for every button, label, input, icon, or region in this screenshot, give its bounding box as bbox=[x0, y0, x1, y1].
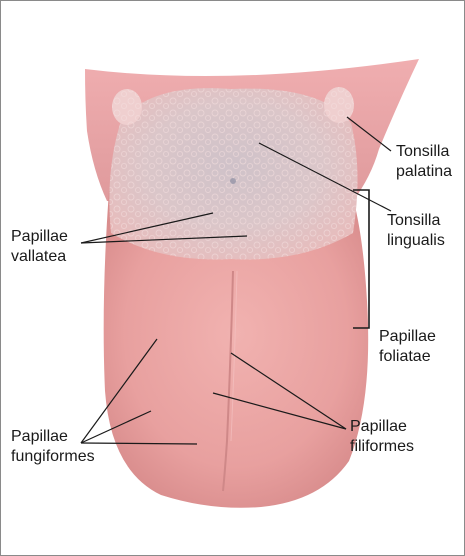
label-tonsilla-lingualis: Tonsilla lingualis bbox=[387, 211, 445, 251]
label-tonsilla-palatina: Tonsilla palatina bbox=[396, 142, 452, 182]
label-papillae-foliatae: Papillae foliatae bbox=[379, 327, 436, 367]
label-papillae-fungiformes: Papillae fungiformes bbox=[11, 427, 95, 467]
label-papillae-vallatea: Papillae vallatea bbox=[11, 227, 68, 267]
foramen-caecum bbox=[230, 178, 236, 184]
label-papillae-filiformes: Papillae filiformes bbox=[350, 417, 414, 457]
